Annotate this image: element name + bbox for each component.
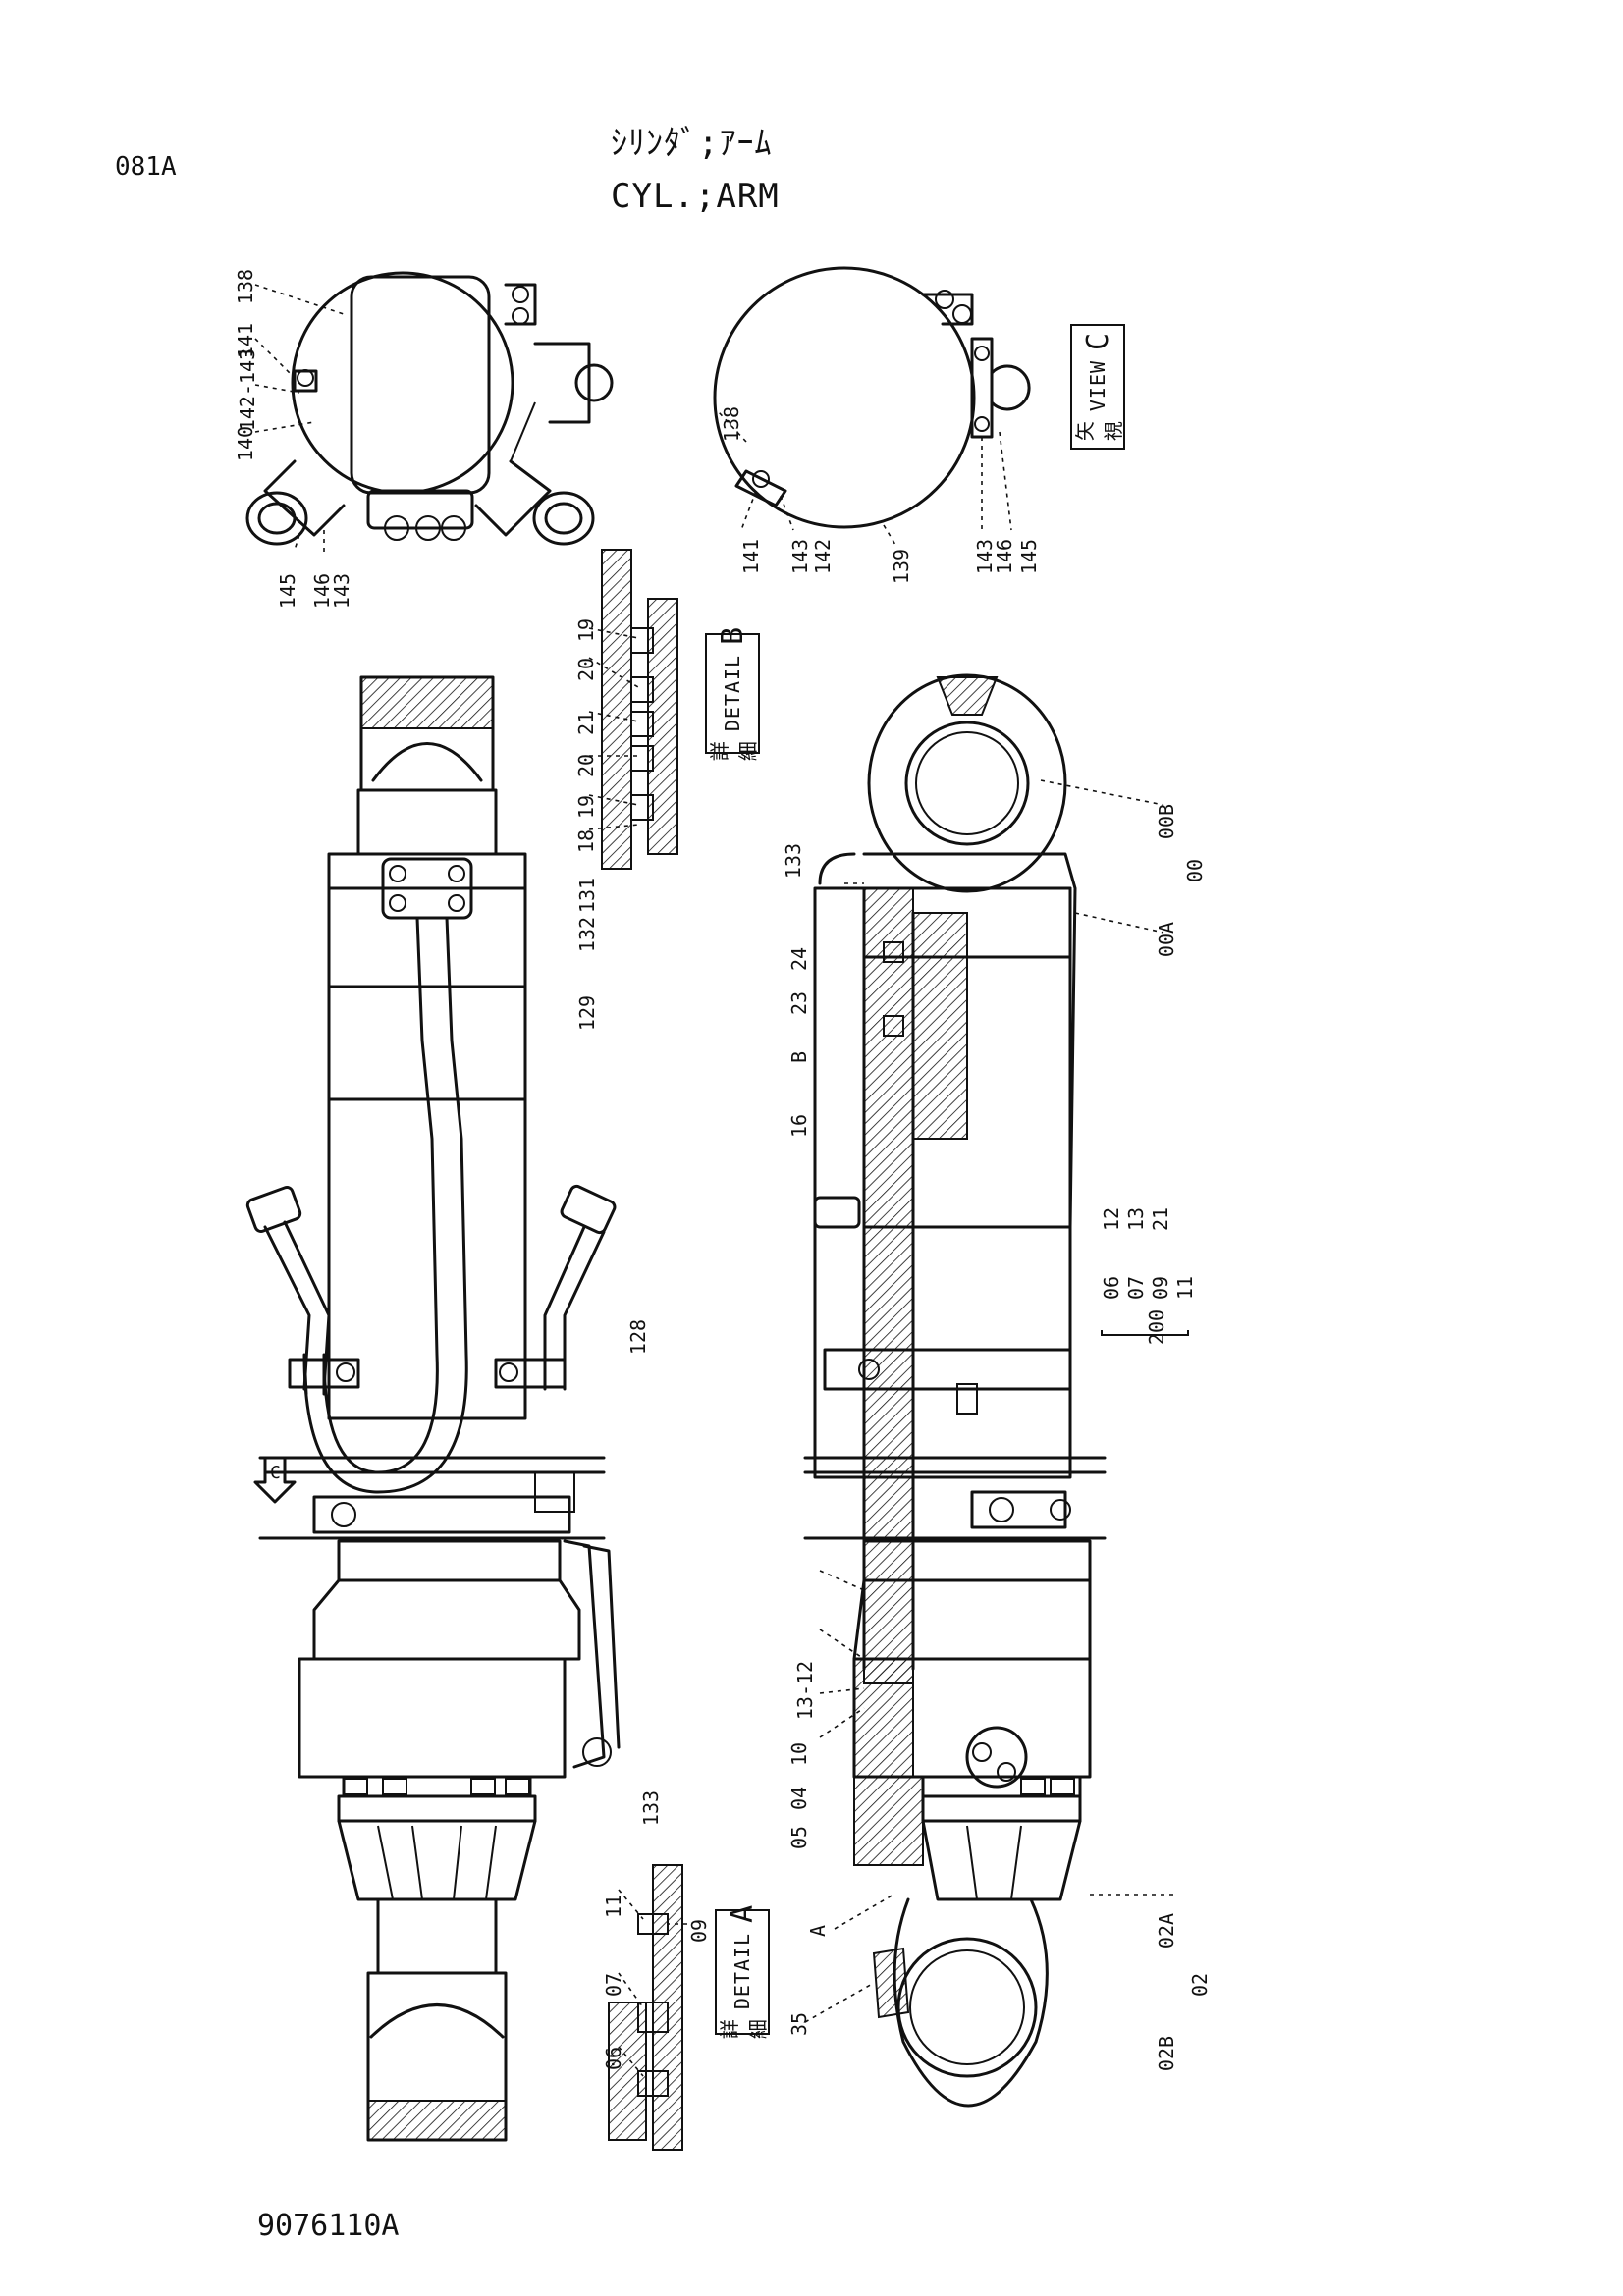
callout-146-b: 146 [993,538,1017,575]
left-main-view [245,675,621,2142]
callout-20-a: 20 [574,657,599,682]
callout-133-a: 133 [639,1789,664,1827]
callout-11: 11 [602,1894,626,1919]
callout-a: A [806,1924,831,1938]
detail-a-en: DETAIL [730,1932,754,2010]
seal-kit-09: 09 [1149,1275,1173,1301]
detail-a-drawing [608,1864,687,2151]
detail-a-letter: A [725,1904,760,1923]
detail-b-box: 詳 細 DETAIL B [705,626,760,761]
right-main-view [803,673,1178,2108]
callout-145-b: 145 [1017,538,1042,575]
callout-16: 16 [787,1113,812,1139]
callout-00b: 00B [1155,803,1179,840]
callout-141-b: 141 [739,538,764,575]
callout-128: 128 [626,1318,651,1356]
seal-kit-11: 11 [1173,1275,1198,1301]
callout-20-b: 20 [574,753,599,778]
callout-142-b: 142 [811,538,836,575]
callout-143-a: 143 [330,572,354,610]
callout-132: 132 [575,916,600,953]
seal-kit-13: 13 [1124,1206,1149,1232]
callout-04: 04 [787,1786,812,1811]
seal-kit-06: 06 [1100,1275,1124,1301]
detail-b-en: DETAIL [721,654,744,731]
callout-19-b: 19 [574,794,599,820]
detail-a-box: 詳 細 DETAIL A [715,1905,770,2039]
callout-02b: 02B [1155,2035,1179,2072]
callout-07: 07 [602,1972,626,1998]
callout-138-b: 138 [720,405,744,443]
drawing-code: 081A [115,152,177,182]
callout-02a: 02A [1155,1912,1179,1949]
detail-b-letter: B [715,626,750,645]
detail-b-jp: 詳 細 [708,740,760,761]
callout-09: 09 [687,1918,712,1944]
seal-kit-200: 200 [1145,1308,1169,1346]
callout-21-a: 21 [574,711,599,736]
callout-23: 23 [787,990,812,1016]
drawing-number: 9076110A [257,2209,400,2243]
top-right-view-c [713,266,1031,546]
callout-19-a: 19 [574,617,599,643]
callout-35: 35 [787,2011,812,2037]
callout-06: 06 [602,2046,626,2071]
callout-18: 18 [574,828,599,854]
view-c-box: 矢 視 VIEW C [1070,324,1125,450]
callout-13-12: 13-12 [793,1660,818,1721]
view-c-en: VIEW [1086,359,1110,412]
arrow-c-label: C [270,1463,281,1483]
detail-b-drawing [588,549,678,870]
callout-24: 24 [787,946,812,972]
callout-b: B [787,1050,812,1064]
top-left-end-view [245,271,614,555]
callout-139: 139 [890,548,914,585]
callout-02: 02 [1188,1972,1213,1998]
title-japanese: ｼﾘﾝﾀﾞ;ｱｰﾑ [611,124,773,163]
seal-kit-07: 07 [1124,1275,1149,1301]
callout-05: 05 [787,1825,812,1850]
callout-145: 145 [276,572,300,610]
callout-129: 129 [575,994,600,1032]
view-c-letter: C [1080,332,1115,350]
callout-142-143: 142-143 [236,347,260,432]
callout-131: 131 [575,877,600,914]
title-english: CYL.;ARM [611,177,780,216]
callout-10: 10 [787,1741,812,1767]
callout-138: 138 [234,268,258,305]
callout-140: 140 [234,425,258,462]
callout-143-b: 143 [788,538,813,575]
seal-kit-21: 21 [1149,1206,1173,1232]
callout-00a: 00A [1155,921,1179,958]
callout-00: 00 [1183,858,1208,883]
callout-133-b: 133 [782,842,806,880]
seal-kit-12: 12 [1100,1206,1124,1232]
detail-a-jp: 詳 細 [718,2019,770,2040]
view-c-jp: 矢 視 [1073,421,1126,442]
